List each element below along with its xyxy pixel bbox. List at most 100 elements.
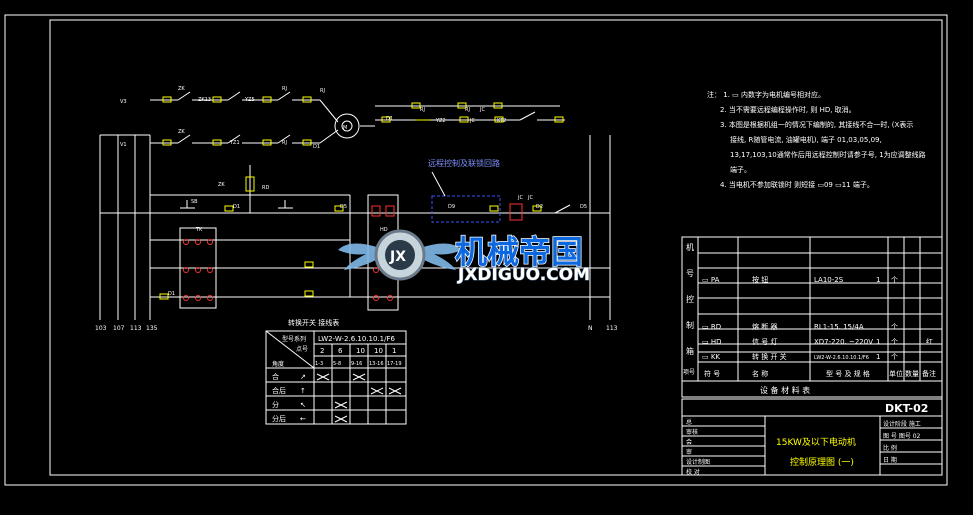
wire-label: YZ5 — [244, 97, 255, 103]
materials-side-label: 号 — [686, 269, 694, 278]
wire-mark: V1 — [120, 142, 127, 148]
material-qty: 1 — [876, 353, 880, 361]
title-block-left-label: 设计制图 — [686, 458, 710, 466]
wire-label: ZK13 — [198, 97, 211, 103]
wire-mark: V3 — [120, 99, 127, 105]
notes: 注： 1. ▭ 内数字为电机编号相对应。2. 当不需要远程编程操作时, 则 HD… — [707, 90, 926, 189]
material-name: 熔 断 器 — [752, 322, 777, 331]
title-block-right-label: 图 号 图号 02 — [883, 433, 921, 440]
title-block-right-label: 设计阶段 施工 — [883, 420, 921, 428]
switch-model: LW2-W-2.6.10.10.1/F6 — [318, 335, 395, 343]
terminal-label: 135 — [146, 325, 158, 332]
switch-row-angle: ↖ — [300, 401, 306, 409]
gear-icon — [374, 229, 426, 281]
material-qty: 1 — [876, 276, 880, 284]
wire-label: JC — [527, 195, 533, 201]
wing-icon — [338, 243, 462, 270]
switch-col: 2 — [320, 347, 324, 355]
wire-mark: HD — [380, 227, 388, 233]
wire-label: ZK — [178, 86, 185, 92]
note-line: 端子。 — [730, 165, 751, 174]
title-line-1: 15KW及以下电动机 — [776, 436, 856, 448]
switch-row-label: 合后 — [272, 386, 286, 395]
wire-label: ZK — [178, 129, 185, 135]
wire-label: D2 — [536, 204, 543, 210]
note-line: 接线, R随管电流, 油罐电机), 端子 01,03,05,09, — [730, 135, 882, 144]
logo-main-text: 机械帝国 — [455, 233, 583, 271]
material-name: 按 钮 — [752, 275, 768, 284]
wire-label: JC — [479, 107, 485, 113]
wire-label: KT2 — [497, 118, 506, 124]
wire-label: RJ — [282, 86, 287, 92]
material-symbol: ▭ RD — [702, 323, 721, 331]
wire-label: RJ — [320, 88, 325, 94]
switch-row-angle: ↗ — [300, 373, 306, 381]
material-symbol: ▭ KK — [702, 353, 720, 361]
terminal-label: N — [588, 325, 593, 332]
wire-label: RJ — [465, 107, 470, 113]
title-block-right-label: 日 期 — [883, 456, 897, 464]
note-line: 13,17,103,10通常作后用远程控制时请参子号, 1为应调整线路 — [730, 150, 926, 159]
material-model: LA10-2S — [814, 276, 844, 284]
wire-label: D5 — [580, 204, 587, 210]
note-line: 注： 1. ▭ 内数字为电机编号相对应。 — [707, 90, 825, 99]
wire-label: D1 — [313, 144, 320, 150]
corner-bottom: 角度 — [272, 360, 284, 368]
switch-table-title: 转换开关 接线表 — [288, 318, 339, 327]
switch-subcol: 9-16 — [351, 361, 362, 367]
switch-row-label: 分 — [272, 400, 279, 409]
materials-header: 单位 — [889, 369, 903, 378]
terminal-markers — [159, 96, 564, 300]
title-block-right-label: 比 例 — [883, 444, 897, 452]
materials-side-label: 制 — [686, 320, 694, 330]
terminal-label: 103 — [95, 325, 107, 332]
materials-header: 备注 — [922, 369, 936, 378]
switch-col: 10 — [374, 347, 383, 355]
note-line: 3. 本图是根据机组一的情况下编制的, 其接线不合一时, (X表示 — [720, 120, 913, 129]
switch-subcol: 5-8 — [333, 361, 341, 367]
material-unit: 个 — [891, 276, 898, 284]
switch-subcol: 1-3 — [315, 361, 323, 367]
switch-contacts-left — [179, 227, 217, 309]
material-model: LW2-W-2.6.10.10.1/F6 — [814, 355, 869, 361]
materials-header: 符 号 — [704, 369, 720, 378]
material-symbol: ▭ HD — [702, 338, 722, 346]
switch-row-label: 分后 — [272, 414, 286, 423]
materials-side-label: 机 — [686, 242, 694, 252]
materials-header: 名 称 — [752, 369, 768, 378]
outer-border — [4, 14, 948, 486]
title-block-left-label: 审 — [686, 448, 692, 456]
corner-mid: 点号 — [296, 345, 308, 353]
wire-label: D1 — [386, 116, 393, 122]
title-line-2: 控制原理图 (一) — [790, 456, 854, 468]
material-note: 红 — [926, 337, 933, 346]
switch-table: 转换开关 接线表 LW2-W-2.6.10.10.1/F6 型号系列 点号 角度… — [265, 318, 407, 425]
wire-label: D1 — [233, 204, 240, 210]
switch-col: 10 — [356, 347, 365, 355]
terminal-label: 113 — [130, 325, 142, 332]
material-name: 转 换 开 关 — [752, 352, 787, 361]
wire-label: ZK — [218, 182, 225, 188]
wire-label: D9 — [448, 204, 455, 210]
logo-sub-text: JXDIGUO.COM — [457, 265, 590, 285]
title-block-left-label: 会 — [686, 438, 692, 446]
material-symbol: ▭ PA — [702, 276, 720, 284]
wire-label: RJ — [282, 140, 287, 146]
title-block-left-label: 审核 — [686, 428, 698, 436]
switch-col: 1 — [392, 347, 396, 355]
switch-col: 6 — [338, 347, 343, 355]
motor-symbol — [334, 113, 360, 139]
remote-control-box: 远程控制及联锁回路 — [428, 158, 501, 223]
switch-subcol: 17-19 — [387, 361, 402, 367]
wire-label: RD — [262, 185, 269, 191]
wire-label: RJ — [420, 107, 425, 113]
remote-label: 远程控制及联锁回路 — [428, 158, 500, 168]
materials-side-label: 控 — [686, 294, 694, 304]
material-model: XD7-220. ~220V — [814, 338, 873, 346]
contactor-coil — [509, 203, 523, 221]
switch-row-angle: ↑ — [300, 387, 306, 395]
wire-mark: TK — [195, 227, 203, 233]
